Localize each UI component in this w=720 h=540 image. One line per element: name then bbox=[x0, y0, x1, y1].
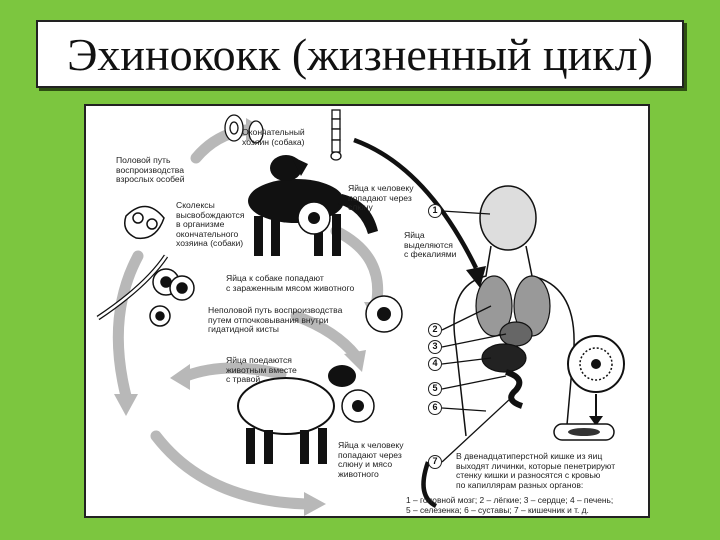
organ-legend: 1 – головной мозг; 2 – лёгкие; 3 – сердц… bbox=[406, 496, 613, 515]
cycle-arrow-left bbox=[118, 256, 138, 396]
organ-marker-7: 7 bbox=[428, 455, 442, 469]
label-eggs-saliva-meat: Яйца к человеку попадают через слюну и м… bbox=[338, 441, 404, 479]
label-eggs-to-dog: Яйца к собаке попадают с зараженным мясо… bbox=[226, 274, 354, 293]
title-box: Эхинококк (жизненный цикл) bbox=[36, 20, 684, 88]
arrowhead-bottom bbox=[304, 492, 326, 516]
label-scolexes: Сколексы высвобождаются в организме окон… bbox=[176, 201, 244, 249]
slide-title: Эхинококк (жизненный цикл) bbox=[67, 28, 653, 81]
organ-marker-1: 1 bbox=[428, 204, 442, 218]
cycle-arrow-bottom bbox=[156, 436, 306, 504]
arrowhead-lower bbox=[170, 364, 190, 390]
label-sexual-path: Половой путь воспроизводства взрослых ос… bbox=[116, 156, 185, 185]
tapeworm bbox=[331, 110, 341, 160]
organ-marker-6: 6 bbox=[428, 401, 442, 415]
label-final-host: Окончательный хозяин (собака) bbox=[242, 128, 305, 147]
label-asexual: Неполовой путь воспроизводства путем отп… bbox=[208, 306, 342, 335]
human-organs bbox=[476, 276, 550, 406]
organ-marker-2: 2 bbox=[428, 323, 442, 337]
label-eggs-feces: Яйца выделяются с фекалиями bbox=[404, 231, 456, 260]
organ-marker-4: 4 bbox=[428, 357, 442, 371]
life-cycle-diagram: Окончательный хозяин (собака) Половой пу… bbox=[84, 104, 650, 518]
label-duodenum: В двенадцатиперстной кишке из яиц выходя… bbox=[456, 452, 615, 490]
label-eggs-grass: Яйца поедаются животным вместе с травой bbox=[226, 356, 297, 385]
organ-marker-5: 5 bbox=[428, 382, 442, 396]
label-eggs-to-human: Яйца к человеку попадают через слюну bbox=[348, 184, 414, 213]
arrowhead-left bbox=[114, 394, 138, 416]
cycle-arrow-right bbox=[336, 231, 378, 306]
organ-marker-3: 3 bbox=[428, 340, 442, 354]
